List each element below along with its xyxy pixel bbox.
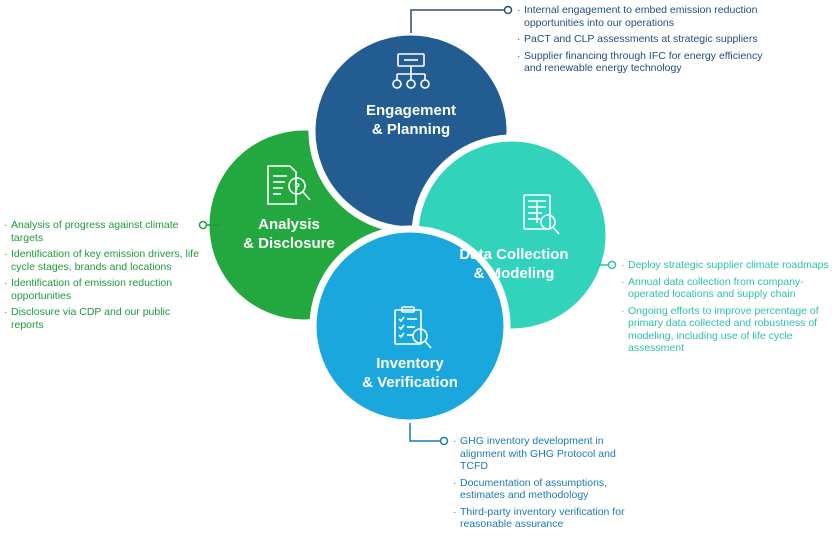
list-item: ·Identification of emission reduction op… <box>4 277 173 302</box>
flowchart-icon <box>392 53 430 89</box>
list-item: ·Documentation of assumptions, estimates… <box>453 476 608 502</box>
data-collection-title-line1: Data Collection <box>459 246 568 263</box>
engagement-title-line2: & Planning <box>372 121 450 138</box>
analysis-list: ·Analysis of progress against climate ta… <box>4 219 204 335</box>
inventory-connector <box>409 423 449 446</box>
inventory-title-line2: & Verification <box>362 374 458 391</box>
list-item: ·Disclosure via CDP and our public repor… <box>4 306 171 331</box>
list-item: ·Third-party inventory verification for … <box>453 505 625 531</box>
list-item: ·Ongoing efforts to improve percentage o… <box>621 304 819 355</box>
list-item: ·GHG inventory development in alignment … <box>453 435 616 472</box>
analysis-connector <box>198 220 220 230</box>
data-collection-connector <box>598 260 617 270</box>
engagement-connector <box>410 5 513 33</box>
list-item: ·Deploy strategic supplier climate roadm… <box>621 259 829 271</box>
list-item: ·PaCT and CLP assessments at strategic s… <box>517 33 758 45</box>
data-collection-list: ·Deploy strategic supplier climate roadm… <box>621 259 829 359</box>
inventory-title-line1: Inventory <box>376 355 444 372</box>
list-item: ·Supplier financing through IFC for ener… <box>517 49 763 75</box>
checklist-search-icon <box>394 306 432 349</box>
engagement-list: ·Internal engagement to embed emission r… <box>517 4 767 79</box>
inventory-list: ·GHG inventory development in alignment … <box>453 435 643 535</box>
document-search-icon: ? <box>267 165 311 205</box>
analysis-title-line1: Analysis <box>258 216 320 233</box>
list-item: ·Internal engagement to embed emission r… <box>517 4 758 29</box>
engagement-title-line1: Engagement <box>366 102 456 119</box>
list-item: ·Analysis of progress against climate ta… <box>4 219 179 244</box>
spreadsheet-search-icon <box>523 194 560 235</box>
analysis-title-line2: & Disclosure <box>243 235 335 252</box>
svg-text:?: ? <box>294 182 300 193</box>
list-item: ·Identification of key emission drivers,… <box>4 248 199 273</box>
list-item: ·Annual data collection from company-ope… <box>621 275 804 301</box>
data-collection-title-line2: & Modeling <box>474 265 555 282</box>
